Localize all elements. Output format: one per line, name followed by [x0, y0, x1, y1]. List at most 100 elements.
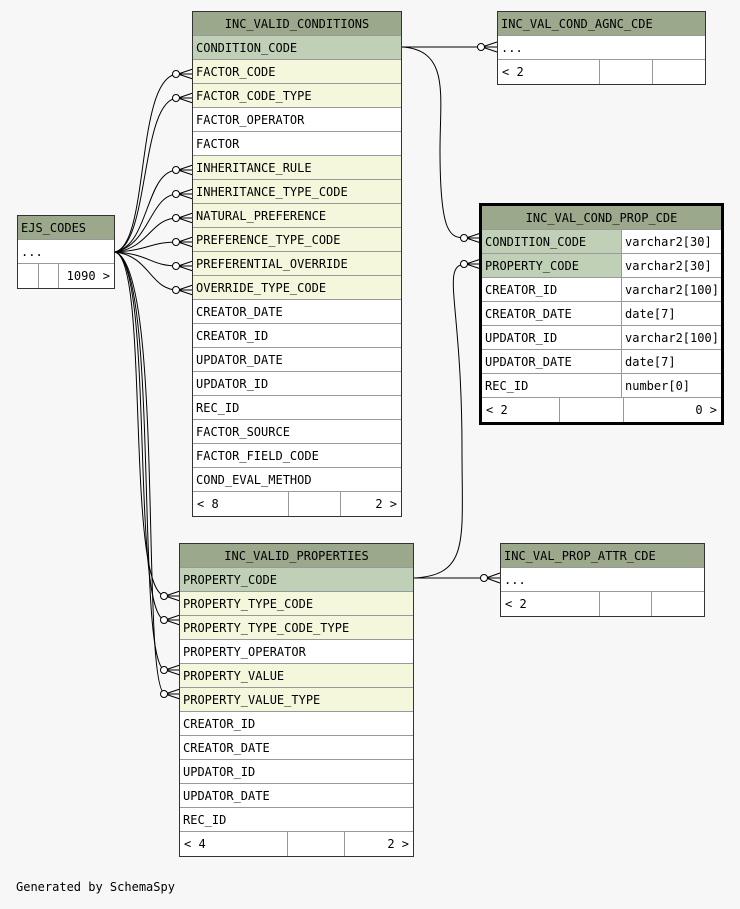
column-property-code: PROPERTY_CODE: [180, 568, 413, 592]
table-inc-valid-properties[interactable]: INC_VALID_PROPERTIES PROPERTY_CODE PROPE…: [179, 543, 414, 857]
column-type: varchar2[100]: [621, 278, 721, 301]
link-factor-code: [114, 73, 179, 253]
column-property-operator: PROPERTY_OPERATOR: [180, 640, 413, 664]
column-property-value: PROPERTY_VALUE: [180, 664, 413, 688]
column-updator-id: UPDATOR_ID varchar2[100]: [482, 326, 721, 350]
column-type: date[7]: [621, 302, 721, 325]
column-updator-date: UPDATOR_DATE: [193, 348, 401, 372]
column-type: date[7]: [621, 350, 721, 373]
table-footer: < 2: [501, 592, 704, 616]
column-name: CREATOR_ID: [485, 283, 558, 297]
column-condition-code: CONDITION_CODE varchar2[30]: [482, 230, 721, 254]
column-name: PROPERTY_CODE: [485, 259, 579, 273]
column-rec-id: REC_ID number[0]: [482, 374, 721, 398]
rows-count: [289, 492, 341, 516]
column-name: CONDITION_CODE: [485, 235, 587, 249]
column-factor-code-type: FACTOR_CODE_TYPE: [193, 84, 401, 108]
column-factor-code: FACTOR_CODE: [193, 60, 401, 84]
parents-count[interactable]: < 2: [498, 60, 600, 84]
children-count[interactable]: 2 >: [387, 837, 409, 851]
link-override-type-code: [114, 251, 179, 291]
column-property-value-type: PROPERTY_VALUE_TYPE: [180, 688, 413, 712]
rows-count: [560, 398, 624, 422]
column-creator-date: CREATOR_DATE: [180, 736, 413, 760]
link-preferential-override: [114, 251, 179, 267]
generated-by-label: Generated by SchemaSpy: [16, 880, 175, 894]
table-header[interactable]: INC_VAL_COND_AGNC_CDE: [498, 12, 705, 36]
column-natural-preference: NATURAL_PREFERENCE: [193, 204, 401, 228]
column-override-type-code: OVERRIDE_TYPE_CODE: [193, 276, 401, 300]
link-inheritance-type-code: [114, 193, 179, 253]
table-inc-val-cond-prop-cde[interactable]: INC_VAL_COND_PROP_CDE CONDITION_CODE var…: [479, 203, 724, 425]
link-natural-preference: [114, 217, 179, 253]
column-preference-type-code: PREFERENCE_TYPE_CODE: [193, 228, 401, 252]
link-inheritance-rule: [114, 169, 179, 253]
column-name: REC_ID: [485, 379, 529, 393]
column-preferential-override: PREFERENTIAL_OVERRIDE: [193, 252, 401, 276]
column-creator-date: CREATOR_DATE date[7]: [482, 302, 721, 326]
children-count: 0 >: [695, 403, 717, 417]
table-ejs-codes[interactable]: EJS_CODES ... 1090 >: [17, 215, 115, 289]
column-name: UPDATOR_DATE: [485, 355, 572, 369]
link-prop-prop: [413, 263, 467, 579]
column-cond-eval-method: COND_EVAL_METHOD: [193, 468, 401, 492]
column-factor: FACTOR: [193, 132, 401, 156]
column-rec-id: REC_ID: [180, 808, 413, 832]
column-factor-operator: FACTOR_OPERATOR: [193, 108, 401, 132]
column-updator-date: UPDATOR_DATE date[7]: [482, 350, 721, 374]
table-inc-val-cond-agnc-cde[interactable]: INC_VAL_COND_AGNC_CDE ... < 2: [497, 11, 706, 85]
table-footer: < 4 2 >: [180, 832, 413, 856]
column-type: varchar2[30]: [621, 254, 721, 277]
column-inheritance-type-code: INHERITANCE_TYPE_CODE: [193, 180, 401, 204]
table-header[interactable]: INC_VAL_COND_PROP_CDE: [482, 206, 721, 230]
parents-count[interactable]: < 4: [180, 832, 288, 856]
column-type: varchar2[30]: [621, 230, 721, 253]
parents-count[interactable]: < 2: [482, 398, 560, 422]
column-ellipsis: ...: [498, 36, 705, 60]
link-property-value-type: [114, 251, 166, 695]
rows-count: [39, 264, 59, 288]
parents-count: [18, 264, 39, 288]
column-inheritance-rule: INHERITANCE_RULE: [193, 156, 401, 180]
column-factor-field-code: FACTOR_FIELD_CODE: [193, 444, 401, 468]
column-property-code: PROPERTY_CODE varchar2[30]: [482, 254, 721, 278]
column-rec-id: REC_ID: [193, 396, 401, 420]
children-count[interactable]: 1090 >: [66, 269, 110, 283]
column-creator-id: CREATOR_ID: [180, 712, 413, 736]
table-footer: < 2: [498, 60, 705, 84]
table-footer: 1090 >: [18, 264, 114, 288]
column-condition-code: CONDITION_CODE: [193, 36, 401, 60]
link-factor-code-type: [114, 97, 179, 253]
table-inc-valid-conditions[interactable]: INC_VALID_CONDITIONS CONDITION_CODE FACT…: [192, 11, 402, 517]
column-creator-date: CREATOR_DATE: [193, 300, 401, 324]
table-header[interactable]: EJS_CODES: [18, 216, 114, 240]
children-count: [652, 592, 704, 616]
column-creator-id: CREATOR_ID varchar2[100]: [482, 278, 721, 302]
table-inc-val-prop-attr-cde[interactable]: INC_VAL_PROP_ATTR_CDE ... < 2: [500, 543, 705, 617]
column-name: UPDATOR_ID: [485, 331, 558, 345]
rows-count: [288, 832, 345, 856]
link-cond-prop: [401, 46, 467, 239]
column-ellipsis: ...: [18, 240, 114, 264]
column-property-type-code: PROPERTY_TYPE_CODE: [180, 592, 413, 616]
column-creator-id: CREATOR_ID: [193, 324, 401, 348]
column-updator-id: UPDATOR_ID: [193, 372, 401, 396]
table-header[interactable]: INC_VALID_CONDITIONS: [193, 12, 401, 36]
link-property-type-code-type: [114, 251, 166, 621]
table-header[interactable]: INC_VAL_PROP_ATTR_CDE: [501, 544, 704, 568]
column-type: varchar2[100]: [621, 326, 721, 349]
link-preference-type-code: [114, 241, 179, 253]
column-updator-id: UPDATOR_ID: [180, 760, 413, 784]
column-property-type-code-type: PROPERTY_TYPE_CODE_TYPE: [180, 616, 413, 640]
table-header[interactable]: INC_VALID_PROPERTIES: [180, 544, 413, 568]
column-type: number[0]: [621, 374, 721, 397]
children-count[interactable]: 2 >: [375, 497, 397, 511]
parents-count[interactable]: < 8: [193, 492, 289, 516]
children-count: [653, 60, 705, 84]
column-name: CREATOR_DATE: [485, 307, 572, 321]
table-footer: < 2 0 >: [482, 398, 721, 422]
column-factor-source: FACTOR_SOURCE: [193, 420, 401, 444]
column-ellipsis: ...: [501, 568, 704, 592]
parents-count[interactable]: < 2: [501, 592, 600, 616]
